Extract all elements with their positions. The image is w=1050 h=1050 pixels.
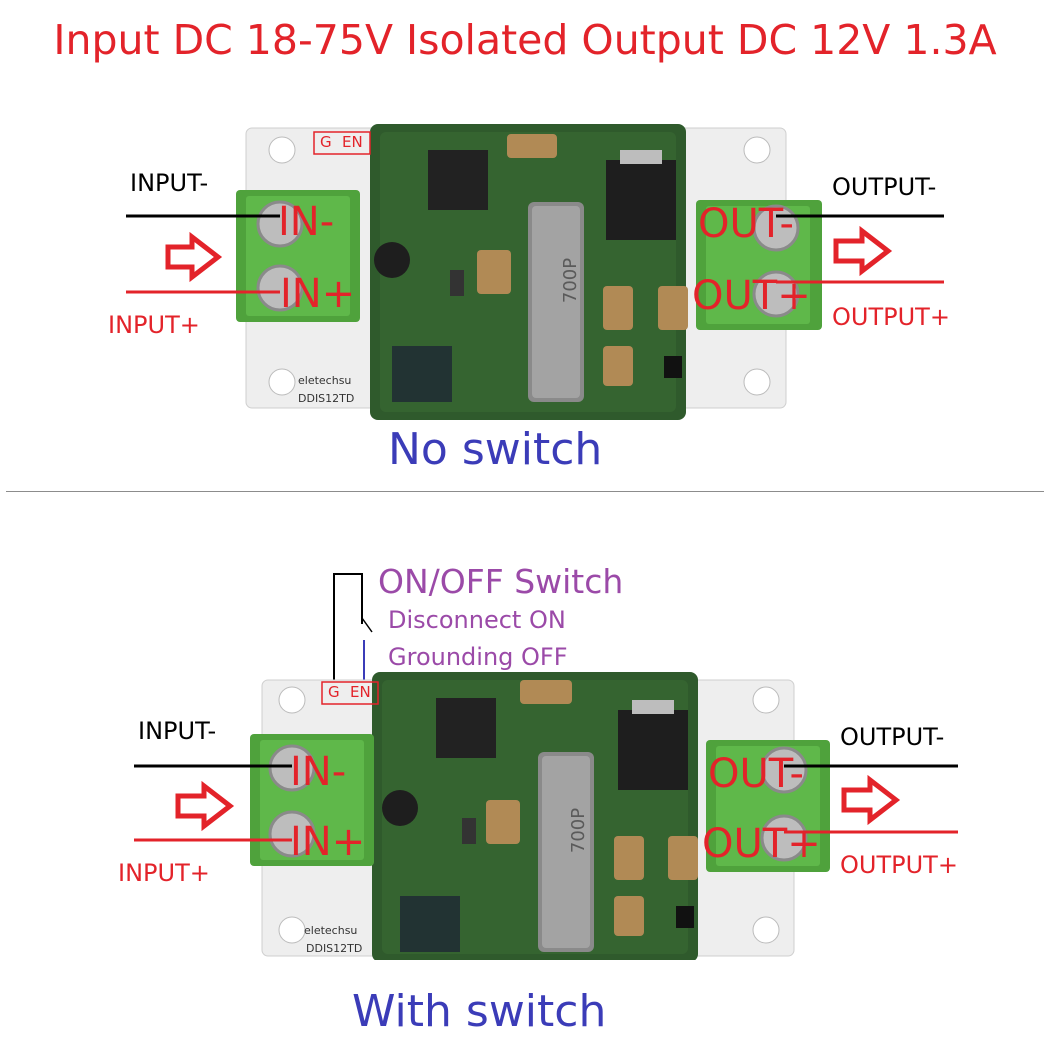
- top-silk-brand: eletechsu: [298, 374, 352, 387]
- bottom-terminal-out-plus: OUT+: [702, 821, 821, 867]
- bottom-output-minus-label: OUTPUT-: [840, 723, 945, 751]
- switch-note-grounding: Grounding OFF: [388, 643, 568, 671]
- bottom-terminal-in-minus: IN-: [290, 749, 347, 795]
- top-terminal-in-plus: IN+: [280, 271, 356, 317]
- top-inductor-label: 700P: [560, 257, 582, 304]
- bottom-silk-model: DDIS12TD: [306, 942, 363, 955]
- top-pin-en: EN: [342, 133, 363, 151]
- page-title: Input DC 18-75V Isolated Output DC 12V 1…: [53, 16, 997, 64]
- module-board-bottom: [134, 573, 958, 960]
- bottom-silk-brand: eletechsu: [304, 924, 358, 937]
- bottom-caption: With switch: [352, 986, 607, 1037]
- switch-note-disconnect: Disconnect ON: [388, 606, 566, 634]
- top-output-plus-label: OUTPUT+: [832, 303, 950, 331]
- bottom-terminal-in-plus: IN+: [290, 819, 366, 865]
- top-silk-model: DDIS12TD: [298, 392, 355, 405]
- top-terminal-out-plus: OUT+: [692, 273, 811, 319]
- top-terminal-in-minus: IN-: [278, 199, 335, 245]
- switch-title: ON/OFF Switch: [378, 562, 624, 601]
- bottom-pin-g: G: [328, 683, 340, 701]
- top-input-plus-label: INPUT+: [108, 311, 200, 339]
- section-divider: [6, 491, 1044, 492]
- module-board-top: [126, 124, 944, 420]
- top-pin-g: G: [320, 133, 332, 151]
- bottom-input-minus-label: INPUT-: [138, 717, 217, 745]
- bottom-input-plus-label: INPUT+: [118, 859, 210, 887]
- bottom-pin-en: EN: [350, 683, 371, 701]
- top-output-minus-label: OUTPUT-: [832, 173, 937, 201]
- top-terminal-out-minus: OUT-: [698, 201, 794, 247]
- top-caption: No switch: [388, 424, 603, 475]
- top-input-minus-label: INPUT-: [130, 169, 209, 197]
- bottom-output-plus-label: OUTPUT+: [840, 851, 958, 879]
- bottom-terminal-out-minus: OUT-: [708, 751, 804, 797]
- bottom-inductor-label: 700P: [568, 807, 590, 854]
